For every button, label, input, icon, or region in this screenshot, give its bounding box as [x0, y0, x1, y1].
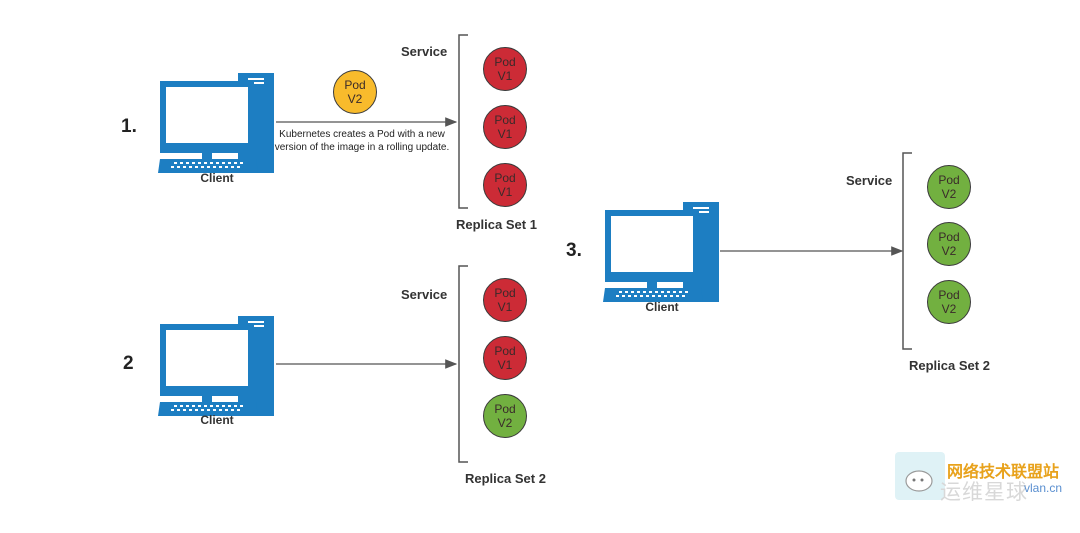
pod-v2: Pod V2: [483, 394, 527, 438]
replica-set-label-2: Replica Set 2: [465, 471, 546, 486]
wechat-icon: [905, 470, 933, 492]
pod-label: Pod: [494, 113, 516, 127]
watermark-channel-name: 运维星球: [940, 481, 1028, 504]
step-number-3: 3.: [566, 240, 582, 261]
step-number-2: 2: [123, 353, 134, 374]
bracket-1: [458, 34, 468, 209]
pod-version: V1: [497, 358, 513, 372]
pod-v1: Pod V1: [483, 47, 527, 91]
pod-v1: Pod V1: [483, 163, 527, 207]
pod-v1: Pod V1: [483, 105, 527, 149]
client-label-3: Client: [645, 300, 679, 314]
service-label-3: Service: [846, 173, 893, 188]
pod-version: V2: [497, 416, 513, 430]
pod-label: Pod: [494, 402, 516, 416]
step-number-1: 1.: [121, 116, 137, 137]
replica-set-label-1: Replica Set 1: [456, 217, 537, 232]
watermark-site-name: 网络技术联盟站: [947, 464, 1060, 481]
pod-version: V2: [941, 187, 957, 201]
client-computer-3-icon: [603, 202, 719, 302]
pod-version: V1: [497, 185, 513, 199]
pod-version: V1: [497, 127, 513, 141]
pod-version: V2: [347, 92, 363, 106]
client-computer-2-icon: [158, 316, 274, 416]
pod-version: V1: [497, 69, 513, 83]
service-label-2: Service: [401, 287, 448, 302]
client-label-1: Client: [200, 171, 234, 185]
pod-label: Pod: [938, 230, 960, 244]
pod-version: V2: [941, 244, 957, 258]
pod-v2: Pod V2: [927, 222, 971, 266]
pod-label: Pod: [494, 286, 516, 300]
client-label-2: Client: [200, 413, 234, 427]
pod-v1: Pod V1: [483, 278, 527, 322]
pod-v1: Pod V1: [483, 336, 527, 380]
pod-label: Pod: [344, 78, 366, 92]
bracket-2: [458, 265, 468, 463]
pod-v2: Pod V2: [927, 165, 971, 209]
rolling-update-annotation: Kubernetes creates a Pod with a new vers…: [274, 129, 450, 153]
watermark-domain: vlan.cn: [1024, 481, 1063, 495]
pod-label: Pod: [494, 344, 516, 358]
bracket-3: [902, 152, 912, 350]
pod-label: Pod: [494, 171, 516, 185]
pod-label: Pod: [938, 173, 960, 187]
pod-label: Pod: [494, 55, 516, 69]
replica-set-label-3: Replica Set 2: [909, 358, 990, 373]
service-label-1: Service: [401, 44, 448, 59]
watermark-logo: [895, 452, 945, 500]
pod-v2: Pod V2: [927, 280, 971, 324]
pod-label: Pod: [938, 288, 960, 302]
new-pod-v2: Pod V2: [333, 70, 377, 114]
pod-version: V1: [497, 300, 513, 314]
client-computer-1-icon: [158, 73, 274, 173]
pod-version: V2: [941, 302, 957, 316]
